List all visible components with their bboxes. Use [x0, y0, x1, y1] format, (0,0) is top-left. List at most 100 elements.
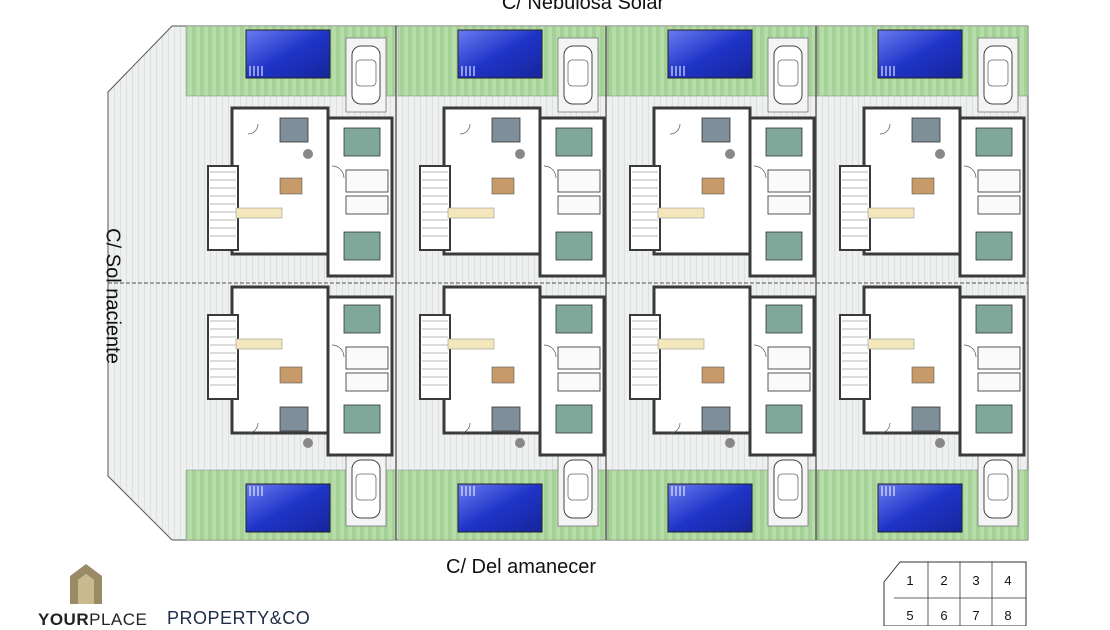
car-icon — [351, 459, 381, 519]
bathroom — [345, 372, 389, 392]
door-swing — [247, 422, 259, 434]
unit-key-cell: 8 — [1004, 608, 1011, 623]
street-label-top: C/ Nebulosa Solar — [501, 0, 665, 14]
unit-key-cell: 3 — [972, 573, 979, 588]
bathroom — [557, 372, 601, 392]
door-swing — [459, 123, 471, 135]
yourplace-logo-icon — [70, 564, 102, 604]
bed-icon — [975, 304, 1013, 334]
staircase — [419, 314, 451, 400]
bed-icon — [555, 231, 593, 261]
door-swing — [753, 165, 767, 179]
pool — [245, 29, 331, 79]
bathroom — [767, 346, 811, 370]
bathroom — [557, 169, 601, 193]
bathroom — [977, 346, 1021, 370]
villa-unit — [817, 25, 1029, 278]
street-label-left: C/ Sol naciente — [101, 228, 124, 364]
pool — [245, 483, 331, 533]
staircase — [629, 314, 661, 400]
villa-unit — [607, 285, 819, 541]
pool — [667, 29, 753, 79]
bathroom — [977, 372, 1021, 392]
villa-unit — [397, 25, 609, 278]
staircase — [419, 165, 451, 251]
bathroom — [345, 346, 389, 370]
door-swing — [331, 165, 345, 179]
villa-unit — [185, 285, 397, 541]
unit-key-cell: 1 — [906, 573, 913, 588]
car-icon — [773, 45, 803, 105]
bed-icon — [343, 127, 381, 157]
bathroom — [977, 195, 1021, 215]
unit-key-cell: 6 — [940, 608, 947, 623]
car-icon — [563, 459, 593, 519]
sofa-icon — [491, 406, 521, 432]
bathroom — [767, 372, 811, 392]
street-label-bottom: C/ Del amanecer — [446, 556, 597, 578]
dining-table — [911, 177, 935, 195]
sofa-icon — [279, 117, 309, 143]
car-icon — [983, 45, 1013, 105]
bathroom — [767, 169, 811, 193]
dining-table — [701, 177, 725, 195]
unit-key-cell: 5 — [906, 608, 913, 623]
bed-icon — [555, 127, 593, 157]
dining-table — [701, 366, 725, 384]
bed-icon — [765, 231, 803, 261]
bathroom — [557, 195, 601, 215]
door-swing — [247, 123, 259, 135]
car-icon — [983, 459, 1013, 519]
unit-key-cell: 2 — [940, 573, 947, 588]
dining-table — [911, 366, 935, 384]
car-icon — [563, 45, 593, 105]
staircase — [839, 165, 871, 251]
pool — [667, 483, 753, 533]
staircase — [629, 165, 661, 251]
bed-icon — [975, 127, 1013, 157]
door-swing — [543, 165, 557, 179]
unit-key-cell: 4 — [1004, 573, 1011, 588]
bathroom — [557, 346, 601, 370]
unit-key-cell: 7 — [972, 608, 979, 623]
kitchen-counter — [867, 207, 915, 219]
sofa-icon — [701, 406, 731, 432]
kitchen-counter — [867, 338, 915, 350]
bed-icon — [343, 404, 381, 434]
unit-number-key: 1 2 3 4 5 6 7 8 — [883, 561, 1027, 626]
bed-icon — [975, 231, 1013, 261]
door-swing — [963, 344, 977, 358]
bed-icon — [343, 231, 381, 261]
kitchen-counter — [235, 207, 283, 219]
bed-icon — [975, 404, 1013, 434]
kitchen-counter — [447, 207, 495, 219]
kitchen-counter — [657, 338, 705, 350]
kitchen-counter — [235, 338, 283, 350]
staircase — [207, 165, 239, 251]
bed-icon — [555, 404, 593, 434]
bed-icon — [765, 304, 803, 334]
door-swing — [963, 165, 977, 179]
staircase — [207, 314, 239, 400]
door-swing — [669, 123, 681, 135]
pool — [877, 29, 963, 79]
dining-table — [279, 177, 303, 195]
bathroom — [345, 195, 389, 215]
bed-icon — [343, 304, 381, 334]
yourplace-logo-text: YOURPLACE — [38, 610, 148, 629]
sofa-icon — [911, 117, 941, 143]
door-swing — [753, 344, 767, 358]
staircase — [839, 314, 871, 400]
car-icon — [773, 459, 803, 519]
door-swing — [879, 123, 891, 135]
pool — [457, 29, 543, 79]
villa-unit — [607, 25, 819, 278]
bathroom — [345, 169, 389, 193]
bed-icon — [765, 127, 803, 157]
door-swing — [459, 422, 471, 434]
dining-table — [491, 177, 515, 195]
sofa-icon — [279, 406, 309, 432]
sofa-icon — [911, 406, 941, 432]
door-swing — [543, 344, 557, 358]
